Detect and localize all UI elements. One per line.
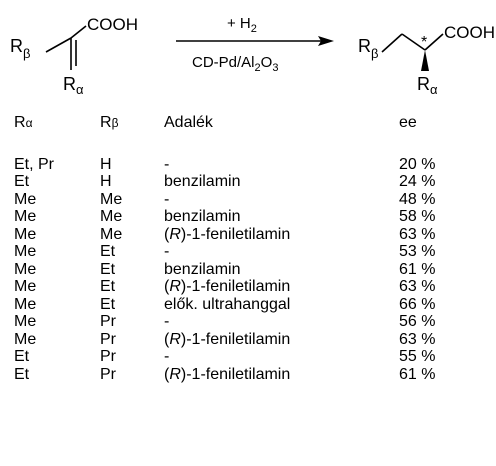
cell-ee: 20 %: [399, 155, 436, 173]
cell-r-beta: Et: [100, 278, 116, 295]
cell-ee: 63 %: [399, 225, 436, 243]
cell-ee: 55 %: [399, 348, 436, 365]
cell-additive: (R)-1-feniletilamin: [164, 330, 291, 348]
cell-r-beta: Me: [100, 190, 123, 208]
product-r-beta: Rβ: [358, 36, 378, 61]
cell-r-beta: Me: [100, 208, 123, 225]
product-r-alpha: Rα: [417, 74, 438, 97]
catalyst-label: CD-Pd/Al2O3: [192, 54, 278, 74]
table-row: Et Pr - 55 %: [14, 348, 484, 366]
product-stereo-star: *: [421, 34, 427, 51]
table-row: Et, Pr H - 20 %: [14, 156, 484, 174]
cell-additive: -: [164, 190, 170, 208]
cell-r-alpha: Et: [14, 173, 30, 190]
cell-r-alpha: Me: [14, 208, 37, 225]
cell-ee: 63 %: [399, 278, 436, 295]
reactant-structure: [45, 25, 87, 70]
cell-additive: -: [164, 155, 170, 173]
cell-ee: 58 %: [399, 208, 436, 225]
header-ee: ee: [399, 114, 417, 131]
table-row: Et Pr (R)-1-feniletilamin 61 %: [14, 366, 484, 384]
table-row: Me Me - 48 %: [14, 191, 484, 209]
header-r-alpha: Rα: [14, 114, 33, 131]
header-r-beta: Rβ: [100, 114, 119, 131]
cell-additive: -: [164, 348, 170, 365]
cell-r-alpha: Me: [14, 295, 37, 313]
cell-additive: (R)-1-feniletilamin: [164, 225, 291, 243]
reaction-scheme: Rβ COOH Rα + H2 CD-Pd/Al2O3 * Rβ COOH Rα: [10, 15, 495, 97]
cell-r-alpha: Et: [14, 365, 30, 383]
cell-r-beta: Pr: [100, 330, 116, 348]
table-row: Me Pr (R)-1-feniletilamin 63 %: [14, 331, 484, 349]
cell-r-alpha: Et: [14, 348, 30, 365]
cell-additive: -: [164, 243, 170, 260]
cell-additive: elők. ultrahanggal: [164, 295, 291, 313]
reactant-r-alpha: Rα: [63, 74, 84, 97]
cell-r-beta: Et: [100, 260, 116, 278]
cell-ee: 61 %: [399, 365, 436, 383]
table-header: Rα Rβ Adalék ee: [14, 114, 484, 132]
reactant-r-beta: Rβ: [10, 36, 30, 61]
cell-r-alpha: Et, Pr: [14, 155, 55, 173]
cell-r-alpha: Me: [14, 260, 37, 278]
cell-r-alpha: Me: [14, 278, 37, 295]
reaction-arrow-head: [318, 36, 334, 46]
cell-additive: (R)-1-feniletilamin: [164, 278, 291, 295]
table-row: Me Et (R)-1-feniletilamin 63 %: [14, 278, 484, 296]
cell-r-alpha: Me: [14, 330, 37, 348]
cell-ee: 61 %: [399, 260, 436, 278]
cell-r-beta: H: [100, 173, 112, 190]
cell-ee: 56 %: [399, 313, 436, 330]
product-cooh: COOH: [444, 23, 495, 42]
cell-additive: (R)-1-feniletilamin: [164, 365, 291, 383]
cell-r-alpha: Me: [14, 190, 37, 208]
reagent-hydrogen: + H2: [227, 15, 257, 35]
header-additive: Adalék: [164, 114, 213, 131]
cell-ee: 66 %: [399, 295, 436, 313]
table-row: Me Et benzilamin 61 %: [14, 261, 484, 279]
cell-r-beta: Et: [100, 295, 116, 313]
cell-additive: benzilamin: [164, 260, 241, 278]
cell-additive: benzilamin: [164, 208, 241, 225]
reactant-cooh: COOH: [87, 15, 138, 34]
product-wedge-bond: [421, 50, 429, 71]
cell-r-beta: Me: [100, 225, 123, 243]
table-row: Me Me (R)-1-feniletilamin 63 %: [14, 226, 484, 244]
cell-ee: 53 %: [399, 243, 436, 260]
table-row: Me Et elők. ultrahanggal 66 %: [14, 296, 484, 314]
cell-additive: -: [164, 313, 170, 330]
cell-r-beta: Pr: [100, 348, 116, 365]
cell-ee: 24 %: [399, 173, 436, 190]
cell-r-beta: H: [100, 155, 112, 173]
table-row: Me Pr - 56 %: [14, 313, 484, 331]
cell-r-alpha: Me: [14, 313, 37, 330]
cell-additive: benzilamin: [164, 173, 241, 190]
cell-ee: 48 %: [399, 190, 436, 208]
cell-r-alpha: Me: [14, 225, 37, 243]
cell-r-alpha: Me: [14, 243, 37, 260]
cell-r-beta: Et: [100, 243, 116, 260]
cell-ee: 63 %: [399, 330, 436, 348]
cell-r-beta: Pr: [100, 313, 116, 330]
table-row: Me Me benzilamin 58 %: [14, 208, 484, 226]
product-structure: [381, 33, 444, 53]
cell-r-beta: Pr: [100, 365, 116, 383]
table-row: Me Et - 53 %: [14, 243, 484, 261]
